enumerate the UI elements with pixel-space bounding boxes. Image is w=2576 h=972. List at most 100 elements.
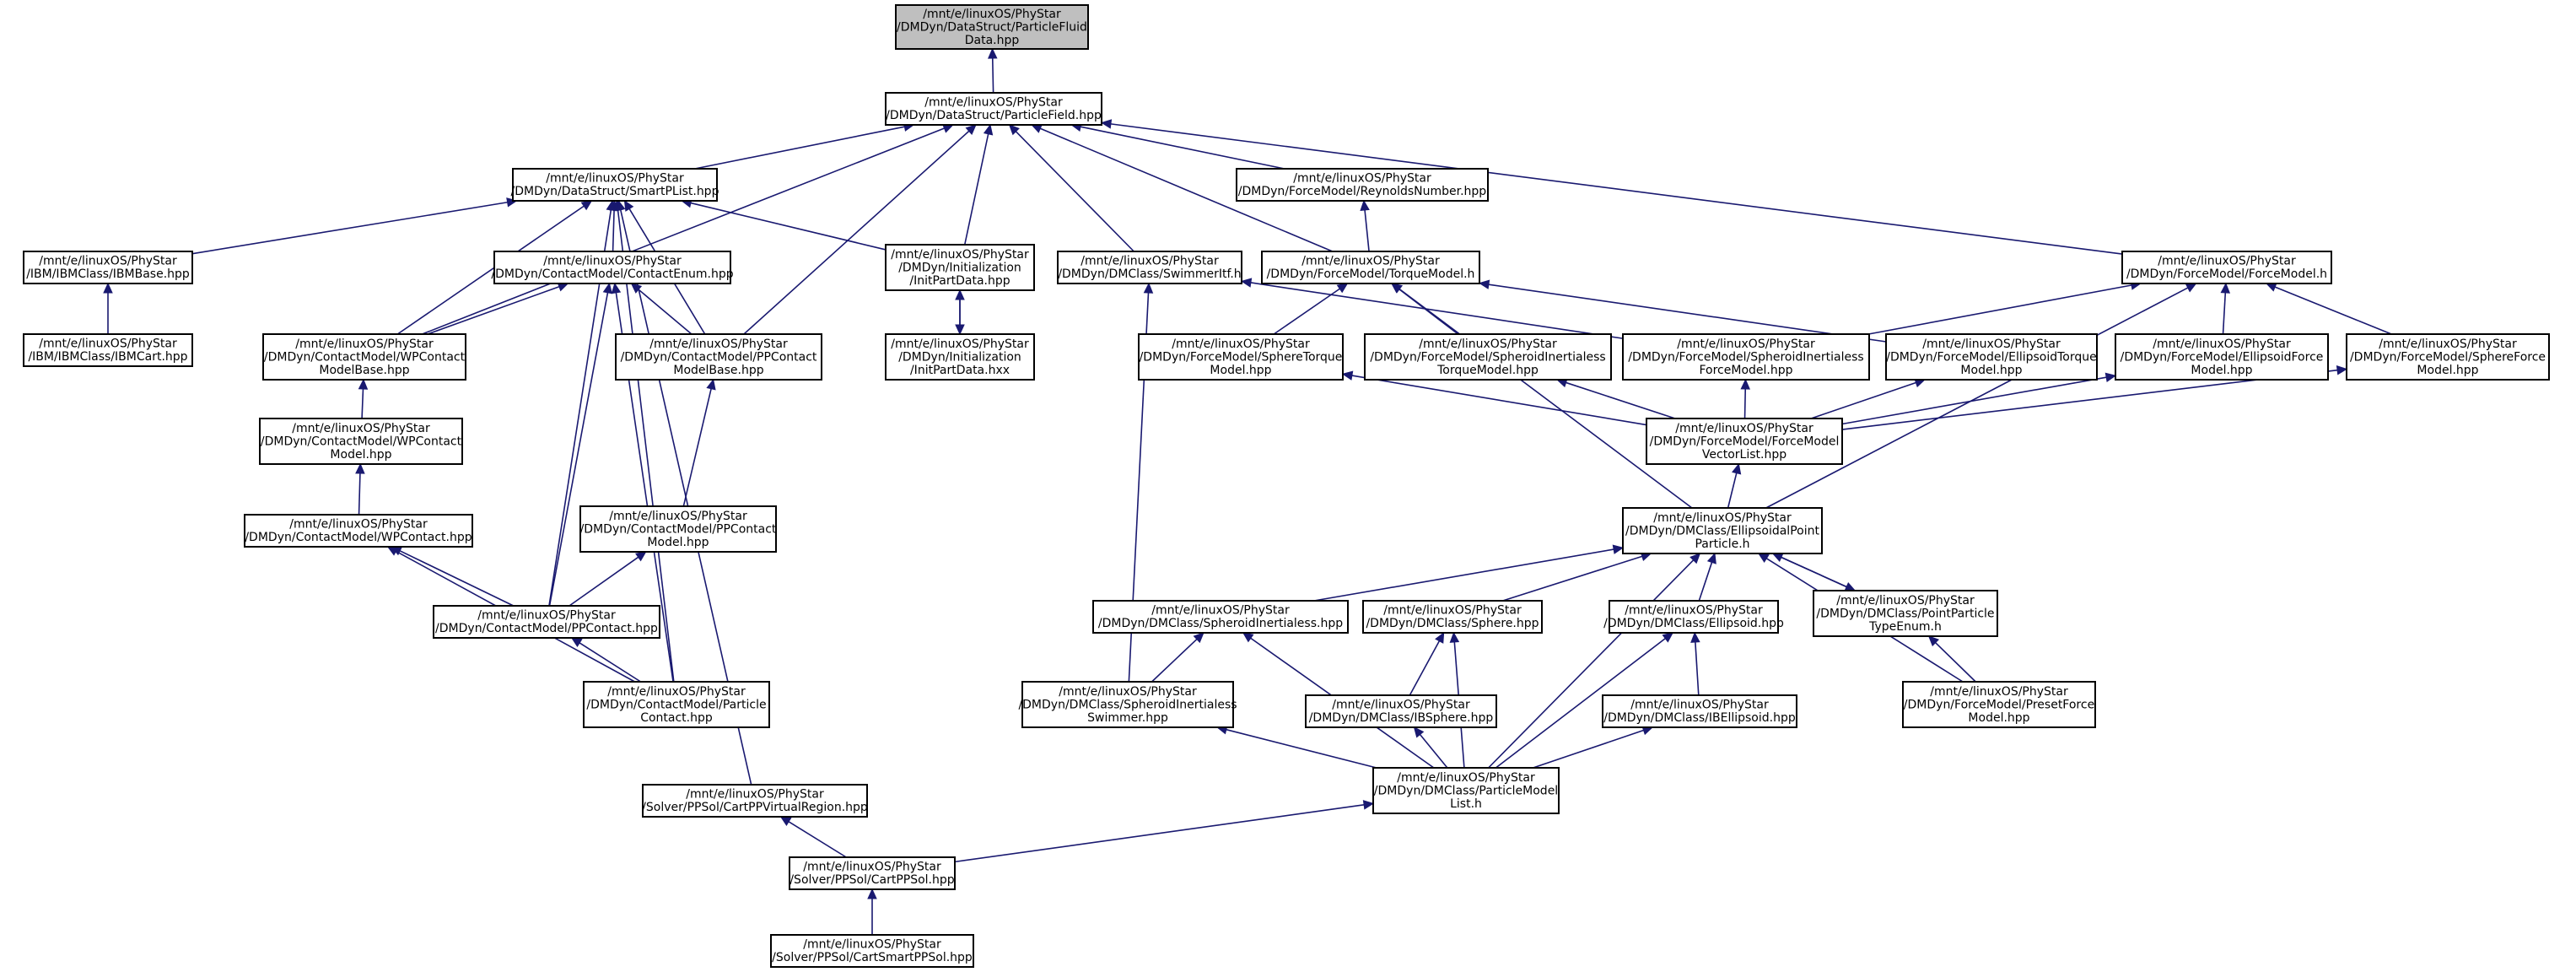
node-label-line: /DMDyn/DMClass/IBEllipsoid.hpp — [1603, 711, 1796, 725]
file-node[interactable]: /mnt/e/linuxOS/PhyStar/IBM/IBMClass/IBMB… — [23, 251, 193, 284]
node-label-line: /mnt/e/linuxOS/PhyStar — [1383, 604, 1522, 618]
file-node[interactable]: /mnt/e/linuxOS/PhyStar/DMDyn/ForceModel/… — [1622, 333, 1870, 381]
node-label-line: /mnt/e/linuxOS/PhyStar — [1677, 338, 1815, 351]
file-node[interactable]: /mnt/e/linuxOS/PhyStar/Solver/PPSol/Cart… — [642, 784, 868, 818]
edge-n17-to-n10 — [1868, 284, 2132, 335]
file-node[interactable]: /mnt/e/linuxOS/PhyStar/DMDyn/DataStruct/… — [885, 92, 1102, 126]
node-box — [2121, 251, 2332, 284]
file-node[interactable]: /mnt/e/linuxOS/PhyStar/DMDyn/ContactMode… — [244, 514, 473, 548]
edge-arrowhead — [2336, 365, 2348, 375]
edge-n22-to-n18 — [1810, 381, 1916, 419]
file-node[interactable]: /mnt/e/linuxOS/PhyStar/DMDyn/ForceModel/… — [2121, 251, 2332, 284]
file-node[interactable]: /mnt/e/linuxOS/PhyStar/DMDyn/ForceModel/… — [1364, 333, 1612, 381]
node-box — [244, 514, 473, 548]
node-box — [23, 251, 193, 284]
edge-arrowhead — [1143, 282, 1154, 294]
node-label-line: /DMDyn/DataStruct/ParticleFluid — [897, 20, 1087, 34]
file-node[interactable]: /mnt/e/linuxOS/PhyStar/DMDyn/DMClass/Sph… — [1362, 600, 1543, 634]
file-node[interactable]: /mnt/e/linuxOS/PhyStar/DMDyn/DMClass/Ell… — [1622, 507, 1823, 554]
node-box — [1057, 251, 1242, 284]
edge-arrowhead — [1391, 283, 1404, 294]
edge-n7-to-n2 — [963, 133, 989, 246]
nodes-layer: /mnt/e/linuxOS/PhyStar/DMDyn/DataStruct/… — [23, 4, 2550, 968]
node-box — [885, 333, 1035, 381]
node-label-line: /DMDyn/DataStruct/SmartPList.hpp — [511, 185, 719, 198]
file-node[interactable]: /mnt/e/linuxOS/PhyStar/DMDyn/ContactMode… — [262, 333, 466, 381]
file-node[interactable]: /mnt/e/linuxOS/PhyStar/DMDyn/ForceModel/… — [1138, 333, 1344, 381]
node-label-line: /mnt/e/linuxOS/PhyStar — [1653, 511, 1792, 525]
file-node[interactable]: /mnt/e/linuxOS/PhyStar/DMDyn/DMClass/Swi… — [1057, 251, 1242, 284]
node-label-line: /mnt/e/linuxOS/PhyStar — [1836, 594, 1975, 608]
edge-n18-to-n9 — [1488, 284, 1887, 343]
file-node[interactable]: /mnt/e/linuxOS/PhyStar/DMDyn/ForceModel/… — [1902, 681, 2096, 728]
edge-arrowhead — [1706, 552, 1716, 564]
node-label-line: /DMDyn/DMClass/Sphere.hpp — [1366, 617, 1539, 630]
edge-arrowhead — [358, 378, 369, 390]
edge-n26-to-n24 — [569, 556, 639, 607]
node-label-line: Model.hpp — [1960, 364, 2022, 377]
file-node[interactable]: /mnt/e/linuxOS/PhyStar/DMDyn/DMClass/Ell… — [1603, 600, 1784, 634]
file-node[interactable]: /mnt/e/linuxOS/PhyStar/DMDyn/ForceModel/… — [1646, 418, 1843, 465]
node-label-line: /mnt/e/linuxOS/PhyStar — [2379, 338, 2517, 351]
edge-arrowhead — [606, 199, 616, 212]
file-node[interactable]: /mnt/e/linuxOS/PhyStar/DMDyn/ContactMode… — [579, 505, 777, 553]
file-node[interactable]: /mnt/e/linuxOS/PhyStar/IBM/IBMClass/IBMC… — [23, 333, 193, 367]
file-node[interactable]: /mnt/e/linuxOS/PhyStar/DMDyn/ContactMode… — [583, 681, 770, 728]
file-node[interactable]: /mnt/e/linuxOS/PhyStar/DMDyn/DMClass/Par… — [1372, 767, 1560, 814]
file-node[interactable]: /mnt/e/linuxOS/PhyStar/DMDyn/DMClass/IBE… — [1602, 694, 1797, 728]
edge-n20-to-n10 — [2274, 286, 2392, 335]
edge-arrowhead — [1740, 378, 1751, 390]
edge-n19-to-n10 — [2222, 292, 2227, 335]
node-label-line: Model.hpp — [1210, 364, 1271, 377]
node-label-line: /mnt/e/linuxOS/PhyStar — [607, 685, 746, 699]
file-node[interactable]: /mnt/e/linuxOS/PhyStar/DMDyn/ForceModel/… — [1261, 251, 1480, 284]
edge-arrowhead — [103, 282, 113, 294]
node-label-line: /DMDyn/DMClass/PointParticle — [1816, 607, 1994, 620]
root-file-node[interactable]: /mnt/e/linuxOS/PhyStar/DMDyn/DataStruct/… — [895, 4, 1089, 50]
node-label-line: /DMDyn/ContactModel/Particle — [586, 698, 766, 711]
edge-arrowhead — [1240, 278, 1253, 288]
node-box — [583, 681, 770, 728]
edge-arrowhead — [1100, 119, 1113, 129]
file-node[interactable]: /mnt/e/linuxOS/PhyStar/Solver/PPSol/Cart… — [789, 856, 956, 890]
edge-arrowhead — [1927, 635, 1940, 647]
edge-arrowhead — [2220, 282, 2231, 294]
file-node[interactable]: /mnt/e/linuxOS/PhyStar/DMDyn/DMClass/Sph… — [1018, 681, 1237, 728]
edge-arrowhead — [616, 199, 626, 212]
edge-n10-to-n2 — [1110, 123, 2123, 255]
node-label-line: /mnt/e/linuxOS/PhyStar — [477, 609, 616, 623]
file-node[interactable]: /mnt/e/linuxOS/PhyStar/Solver/PPSol/Cart… — [770, 934, 974, 968]
file-node[interactable]: /mnt/e/linuxOS/PhyStar/DMDyn/Initializat… — [885, 333, 1035, 381]
node-label-line: Model.hpp — [647, 536, 709, 549]
file-node[interactable]: /mnt/e/linuxOS/PhyStar/DMDyn/ForceModel/… — [2115, 333, 2329, 381]
file-node[interactable]: /mnt/e/linuxOS/PhyStar/DMDyn/ContactMode… — [615, 333, 822, 381]
node-label-line: /mnt/e/linuxOS/PhyStar — [1675, 422, 1813, 435]
file-node[interactable]: /mnt/e/linuxOS/PhyStar/DMDyn/ContactMode… — [491, 251, 734, 284]
file-node[interactable]: /mnt/e/linuxOS/PhyStar/DMDyn/DMClass/IBS… — [1305, 694, 1497, 728]
node-label-line: List.h — [1450, 797, 1482, 811]
file-node[interactable]: /mnt/e/linuxOS/PhyStar/DMDyn/ForceModel/… — [1885, 333, 2098, 381]
file-node[interactable]: /mnt/e/linuxOS/PhyStar/DMDyn/DMClass/Poi… — [1813, 590, 1998, 637]
file-node[interactable]: /mnt/e/linuxOS/PhyStar/DMDyn/DMClass/Sph… — [1092, 600, 1349, 634]
edge-arrowhead — [630, 283, 643, 294]
edge-arrowhead — [1242, 632, 1254, 643]
node-label-line: /mnt/e/linuxOS/PhyStar — [39, 255, 177, 268]
edge-n13-to-n2 — [743, 130, 970, 335]
edge-n38-to-n36 — [788, 821, 847, 858]
file-node[interactable]: /mnt/e/linuxOS/PhyStar/DMDyn/DataStruct/… — [511, 168, 719, 202]
file-node[interactable]: /mnt/e/linuxOS/PhyStar/DMDyn/Initializat… — [885, 244, 1035, 291]
node-box — [1885, 333, 2098, 381]
node-label-line: /DMDyn/ContactModel/WPContact — [261, 435, 462, 448]
file-node[interactable]: /mnt/e/linuxOS/PhyStar/DMDyn/ForceModel/… — [1236, 168, 1489, 202]
node-box — [770, 934, 974, 968]
file-node[interactable]: /mnt/e/linuxOS/PhyStar/DMDyn/ContactMode… — [259, 418, 463, 465]
node-box — [1305, 694, 1497, 728]
edge-arrowhead — [867, 888, 877, 899]
edge-arrowhead — [1435, 631, 1445, 644]
file-node[interactable]: /mnt/e/linuxOS/PhyStar/DMDyn/ForceModel/… — [2346, 333, 2550, 381]
edge-n28-to-n25 — [1502, 555, 1643, 602]
edge-n13-to-n6 — [638, 289, 693, 335]
file-node[interactable]: /mnt/e/linuxOS/PhyStar/DMDyn/ContactMode… — [433, 605, 660, 639]
edge-arrowhead — [779, 816, 792, 826]
